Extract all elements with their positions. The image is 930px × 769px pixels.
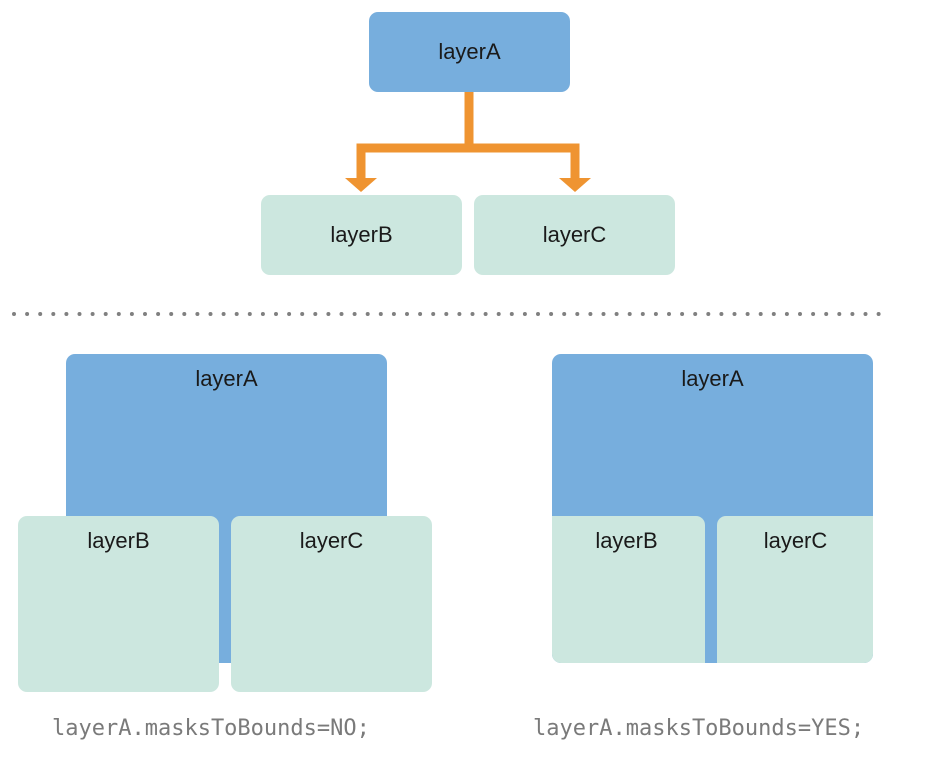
tree-node-layerA-label: layerA xyxy=(438,39,501,64)
tree-node-layerC: layerC xyxy=(474,195,675,275)
example-mask-layerB-label: layerB xyxy=(595,528,658,553)
caption-masks-to-bounds-yes: layerA.masksToBounds=YES; xyxy=(533,716,865,741)
example-mask-layerA-label: layerA xyxy=(681,366,744,391)
connector-to-layerC xyxy=(469,143,580,182)
arrowhead-layerB xyxy=(345,178,377,192)
arrowhead-layerC xyxy=(559,178,591,192)
example-mask-layerC-label: layerC xyxy=(763,528,828,553)
tree-node-layerA: layerA xyxy=(369,12,570,92)
example-mask-layerB: layerB xyxy=(552,516,705,663)
example-no-mask-layerC: layerC xyxy=(231,516,432,692)
tree-node-layerB: layerB xyxy=(261,195,462,275)
tree-node-layerB-label: layerB xyxy=(330,222,393,247)
example-mask-layerA: layerA layerB layerC xyxy=(552,354,873,663)
tree-node-layerC-label: layerC xyxy=(542,222,607,247)
connector-to-layerB xyxy=(356,92,474,182)
example-no-mask-layerA-label: layerA xyxy=(195,366,258,391)
example-mask-layerC: layerC xyxy=(717,516,873,663)
example-no-mask-layerC-label: layerC xyxy=(299,528,364,553)
example-no-mask-layerB-label: layerB xyxy=(87,528,150,553)
caption-masks-to-bounds-no: layerA.masksToBounds=NO; xyxy=(52,716,370,741)
connector-lines xyxy=(356,92,580,182)
example-no-mask-layerB: layerB xyxy=(18,516,219,692)
hierarchy-connector-arrows xyxy=(345,92,591,192)
